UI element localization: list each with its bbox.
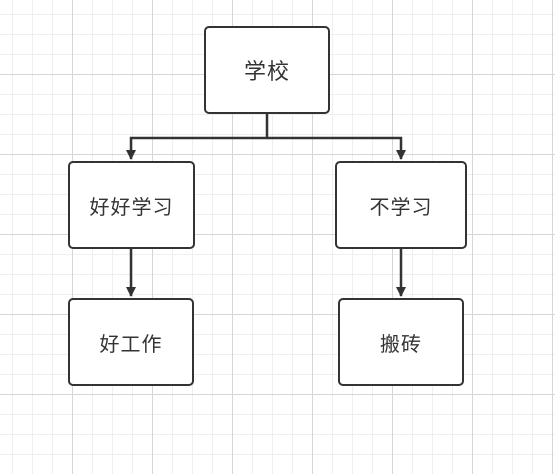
edge-school-to-study-hard [126, 114, 269, 160]
node-move-bricks[interactable]: 搬砖 [338, 298, 464, 386]
node-study-hard-label: 好好学习 [89, 194, 174, 219]
node-not-study-label: 不学习 [369, 194, 433, 219]
node-school[interactable]: 学校 [204, 26, 330, 114]
node-study-hard[interactable]: 好好学习 [68, 161, 195, 249]
node-not-study[interactable]: 不学习 [335, 161, 467, 249]
node-school-label: 学校 [243, 60, 290, 85]
node-good-job[interactable]: 好工作 [68, 298, 194, 386]
node-move-bricks-label: 搬砖 [380, 331, 422, 356]
node-good-job-label: 好工作 [99, 331, 163, 356]
edge-school-to-not-study [267, 136, 406, 160]
